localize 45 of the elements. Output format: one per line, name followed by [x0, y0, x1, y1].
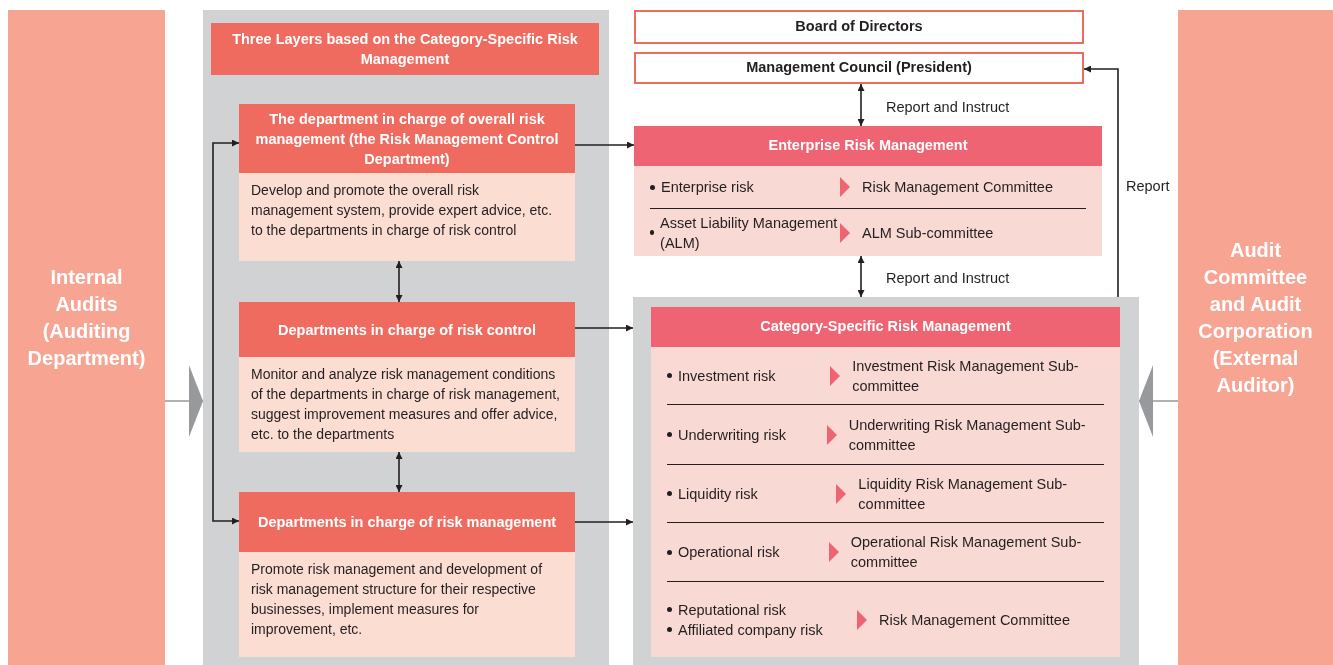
risk-type: Underwriting risk [678, 425, 786, 445]
committee-name: Underwriting Risk Management Sub-committee [848, 415, 1087, 455]
risk-type: Enterprise risk [661, 178, 754, 197]
department-header: The department in charge of overall risk management (the Risk Management Control Department) [239, 104, 575, 173]
department-description: Monitor and analyze risk management conditions of the departments in charge of risk management, suggest improvement measures and offer advice, etc. to the departments [239, 357, 575, 452]
side-panel [8, 10, 165, 665]
arrow [574, 141, 635, 149]
department-header: Departments in charge of risk management [239, 492, 575, 552]
panel-title: Internal Audits (Auditing Department) [26, 264, 147, 371]
arrow [1138, 365, 1179, 437]
risk-type: Investment risk [678, 366, 776, 386]
committee-name: ALM Sub-committee [862, 223, 994, 243]
committee-name: Risk Management Committee [879, 610, 1070, 630]
panel-title: Audit Committee and Audit Corporation (External Auditor) [1197, 237, 1314, 398]
arrow [857, 83, 865, 127]
committee-name: Liquidity Risk Management Sub-committee [858, 474, 1069, 514]
section-header: Enterprise Risk Management [634, 126, 1102, 166]
arrow [574, 518, 634, 526]
title-box [634, 10, 1084, 44]
arrow [212, 139, 240, 525]
arrow [857, 255, 865, 298]
box-title: Management Council (President) [746, 58, 972, 78]
box-title: Board of Directors [795, 17, 923, 37]
section-header: Category-Specific Risk Management [651, 307, 1120, 347]
risk-type: Reputational risk [678, 600, 786, 620]
department-header: Departments in charge of risk control [239, 302, 575, 357]
group-panel [203, 10, 609, 665]
risk-type: Liquidity risk [678, 484, 758, 504]
risk-type: Asset Liability Management (ALM) [660, 213, 839, 253]
department-description: Promote risk management and development of risk management structure for their respective businesses, implement measures for improvement, etc. [239, 552, 575, 657]
risk-type: Operational risk [678, 543, 780, 562]
arrow [1083, 65, 1119, 298]
arrow [574, 324, 634, 332]
heading-banner: Three Layers based on the Category-Specific Risk Management [211, 23, 599, 75]
title-box [634, 52, 1084, 84]
committee-name: Operational Risk Management Sub-committee [850, 533, 1083, 572]
group-panel [633, 297, 1139, 665]
committee-name: Risk Management Committee [862, 178, 1053, 197]
arrow [395, 451, 403, 493]
department-description: Develop and promote the overall risk management system, provide expert advice, etc. to the departments in charge of risk control [239, 173, 575, 261]
risk-type: Affiliated company risk [678, 620, 823, 640]
arrow [395, 260, 403, 303]
side-panel [1178, 10, 1333, 665]
committee-name: Investment Risk Management Sub-committee [852, 356, 1080, 396]
arrow [164, 365, 204, 437]
